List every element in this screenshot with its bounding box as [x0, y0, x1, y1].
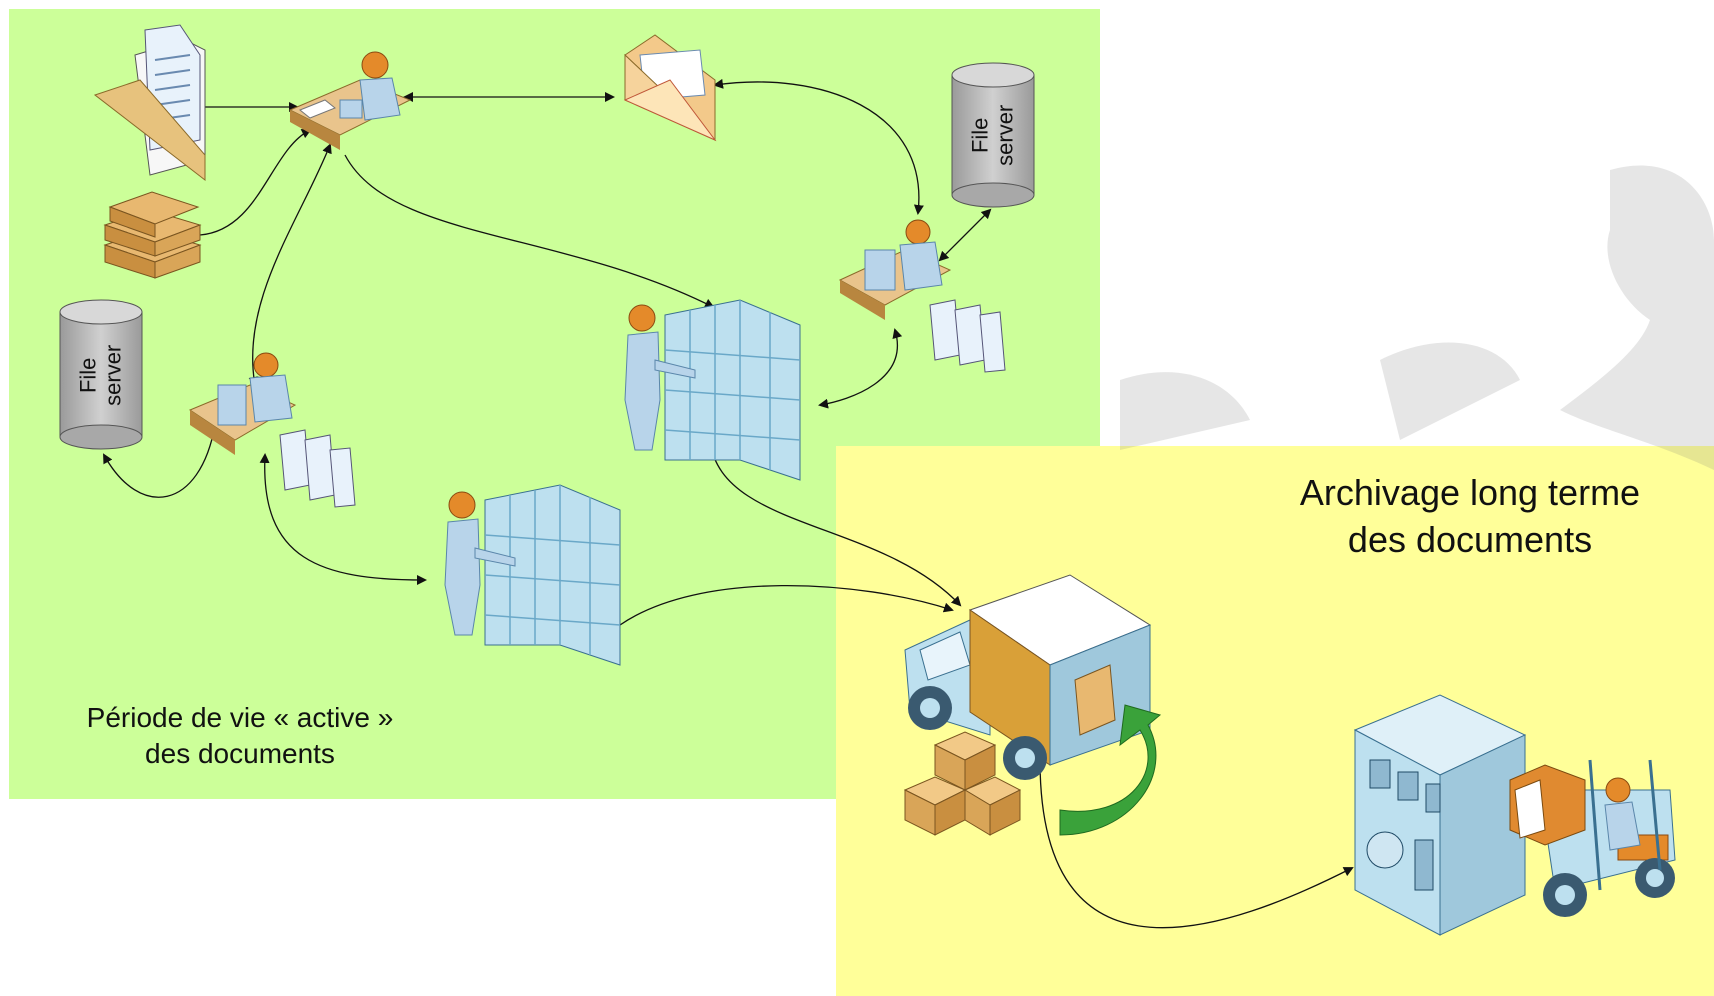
desk-workstation-left-icon [188, 352, 356, 508]
desk-workstation-top-icon [288, 51, 412, 150]
arrow-truck-to-warehouse [1039, 759, 1354, 929]
arrow-rack-to-truck [709, 439, 962, 607]
arrow-desk-rack-right [818, 328, 903, 409]
archive-building-icon [1353, 694, 1527, 936]
server-rack-center-icon [624, 299, 801, 481]
server-label-line1: File [75, 357, 101, 394]
file-server-top-right-label: File server [968, 60, 1019, 210]
archive-period-label: Archivage long terme des documents [1250, 470, 1690, 564]
file-server-left-label: File server [76, 300, 127, 450]
file-server-left-icon [59, 299, 143, 450]
archive-period-label-line1: Archivage long terme [1299, 472, 1641, 513]
arrow-books-to-desk [199, 129, 312, 236]
server-rack-lower-icon [444, 484, 621, 666]
arrow-server-desk-left [103, 423, 219, 498]
cardboard-boxes-icon [903, 731, 1022, 836]
active-period-label: Période de vie « active » des documents [50, 700, 430, 773]
envelope-icon [623, 34, 717, 142]
archive-period-label-line2: des documents [1347, 518, 1593, 560]
forklift-icon [1509, 759, 1676, 917]
delivery-truck-icon [904, 574, 1162, 836]
arrow-desk-desk-left [248, 143, 332, 387]
server-label-line1: File [967, 117, 993, 154]
arrow-desk-to-rack [344, 154, 715, 308]
arrow-desk-server-right [938, 208, 992, 262]
file-server-top-right-icon [951, 62, 1035, 208]
arrow-rack-lower-to-truck [619, 584, 954, 626]
arrow-desk-to-rack-lower [259, 453, 427, 585]
watermark-logo [1120, 165, 1714, 470]
folder-documents-icon [93, 24, 206, 182]
desk-workstation-right-icon [838, 219, 1006, 373]
connector-lines [103, 78, 1354, 929]
active-period-label-line2: des documents [145, 738, 335, 770]
server-label-line2: server [993, 104, 1018, 166]
active-period-label-line1: Période de vie « active » [86, 702, 394, 733]
arrow-envelope-desk-right [713, 78, 924, 215]
books-stack-icon [103, 191, 202, 279]
server-label-line2: server [101, 344, 126, 406]
